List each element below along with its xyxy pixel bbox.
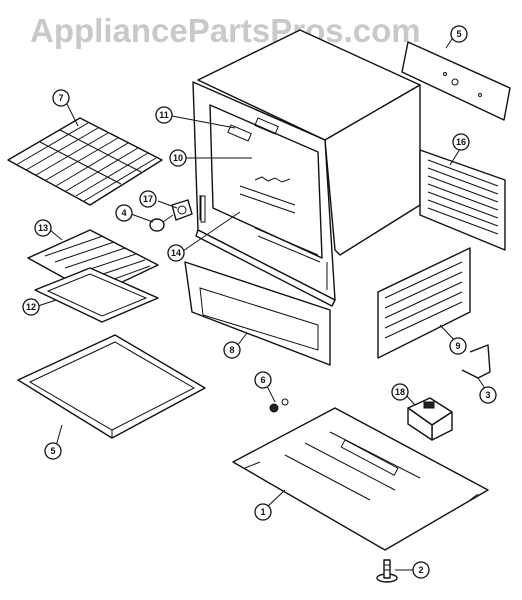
callout-17-label: 17	[143, 194, 153, 204]
callout-8: 8	[223, 341, 241, 359]
callout-14-label: 14	[171, 248, 181, 258]
callout-12-label: 12	[26, 302, 36, 312]
callout-16-label: 16	[456, 137, 466, 147]
part-bracket	[461, 344, 491, 379]
callout-4-label: 4	[121, 208, 126, 218]
callout-5-label: 5	[50, 446, 55, 456]
callout-13-label: 13	[38, 223, 48, 233]
callout-18-label: 18	[395, 387, 405, 397]
part-broiler-pan	[34, 267, 159, 323]
callout-13: 13	[34, 219, 52, 237]
part-right-heat-shield	[419, 149, 506, 251]
watermark-text: AppliancePartsPros.com	[30, 12, 421, 49]
callout-3: 3	[479, 386, 497, 404]
part-base-frame	[232, 407, 489, 551]
callout-5: 5	[44, 442, 62, 460]
part-oven-cavity	[192, 29, 421, 307]
callout-7: 7	[52, 89, 70, 107]
callout-14: 14	[167, 244, 185, 262]
part-light-socket	[171, 199, 193, 221]
part-lower-heat-shield	[377, 247, 471, 359]
part-screw	[269, 398, 289, 413]
part-storage-drawer	[17, 334, 206, 439]
callout-2: 2	[412, 561, 430, 579]
part-oven-rack	[7, 117, 163, 206]
callout-10: 10	[169, 149, 187, 167]
callout-16: 16	[452, 133, 470, 151]
part-rear-top-panel	[401, 41, 511, 121]
part-drawer-front	[184, 261, 331, 366]
callout-11-label: 11	[159, 110, 169, 120]
callout-1: 1	[254, 503, 272, 521]
callout-10-label: 10	[173, 153, 183, 163]
part-igniter-module	[407, 397, 453, 441]
callout-11: 11	[155, 106, 173, 124]
callout-1-label: 1	[260, 507, 265, 517]
callout-9: 9	[449, 337, 467, 355]
callout-15-label: 5	[456, 29, 461, 39]
part-leveling-leg	[376, 559, 398, 583]
callout-8-label: 8	[229, 345, 234, 355]
callout-12: 12	[22, 298, 40, 316]
part-light-bulb	[149, 214, 174, 232]
callout-15: 5	[450, 25, 468, 43]
callout-2-label: 2	[418, 565, 423, 575]
callout-6-label: 6	[260, 375, 265, 385]
callout-7-label: 7	[58, 93, 63, 103]
callout-9-label: 9	[455, 341, 460, 351]
callout-3-label: 3	[485, 390, 490, 400]
callout-17: 17	[139, 190, 157, 208]
callout-6: 6	[254, 371, 272, 389]
callout-18: 18	[391, 383, 409, 401]
callout-4: 4	[115, 204, 133, 222]
